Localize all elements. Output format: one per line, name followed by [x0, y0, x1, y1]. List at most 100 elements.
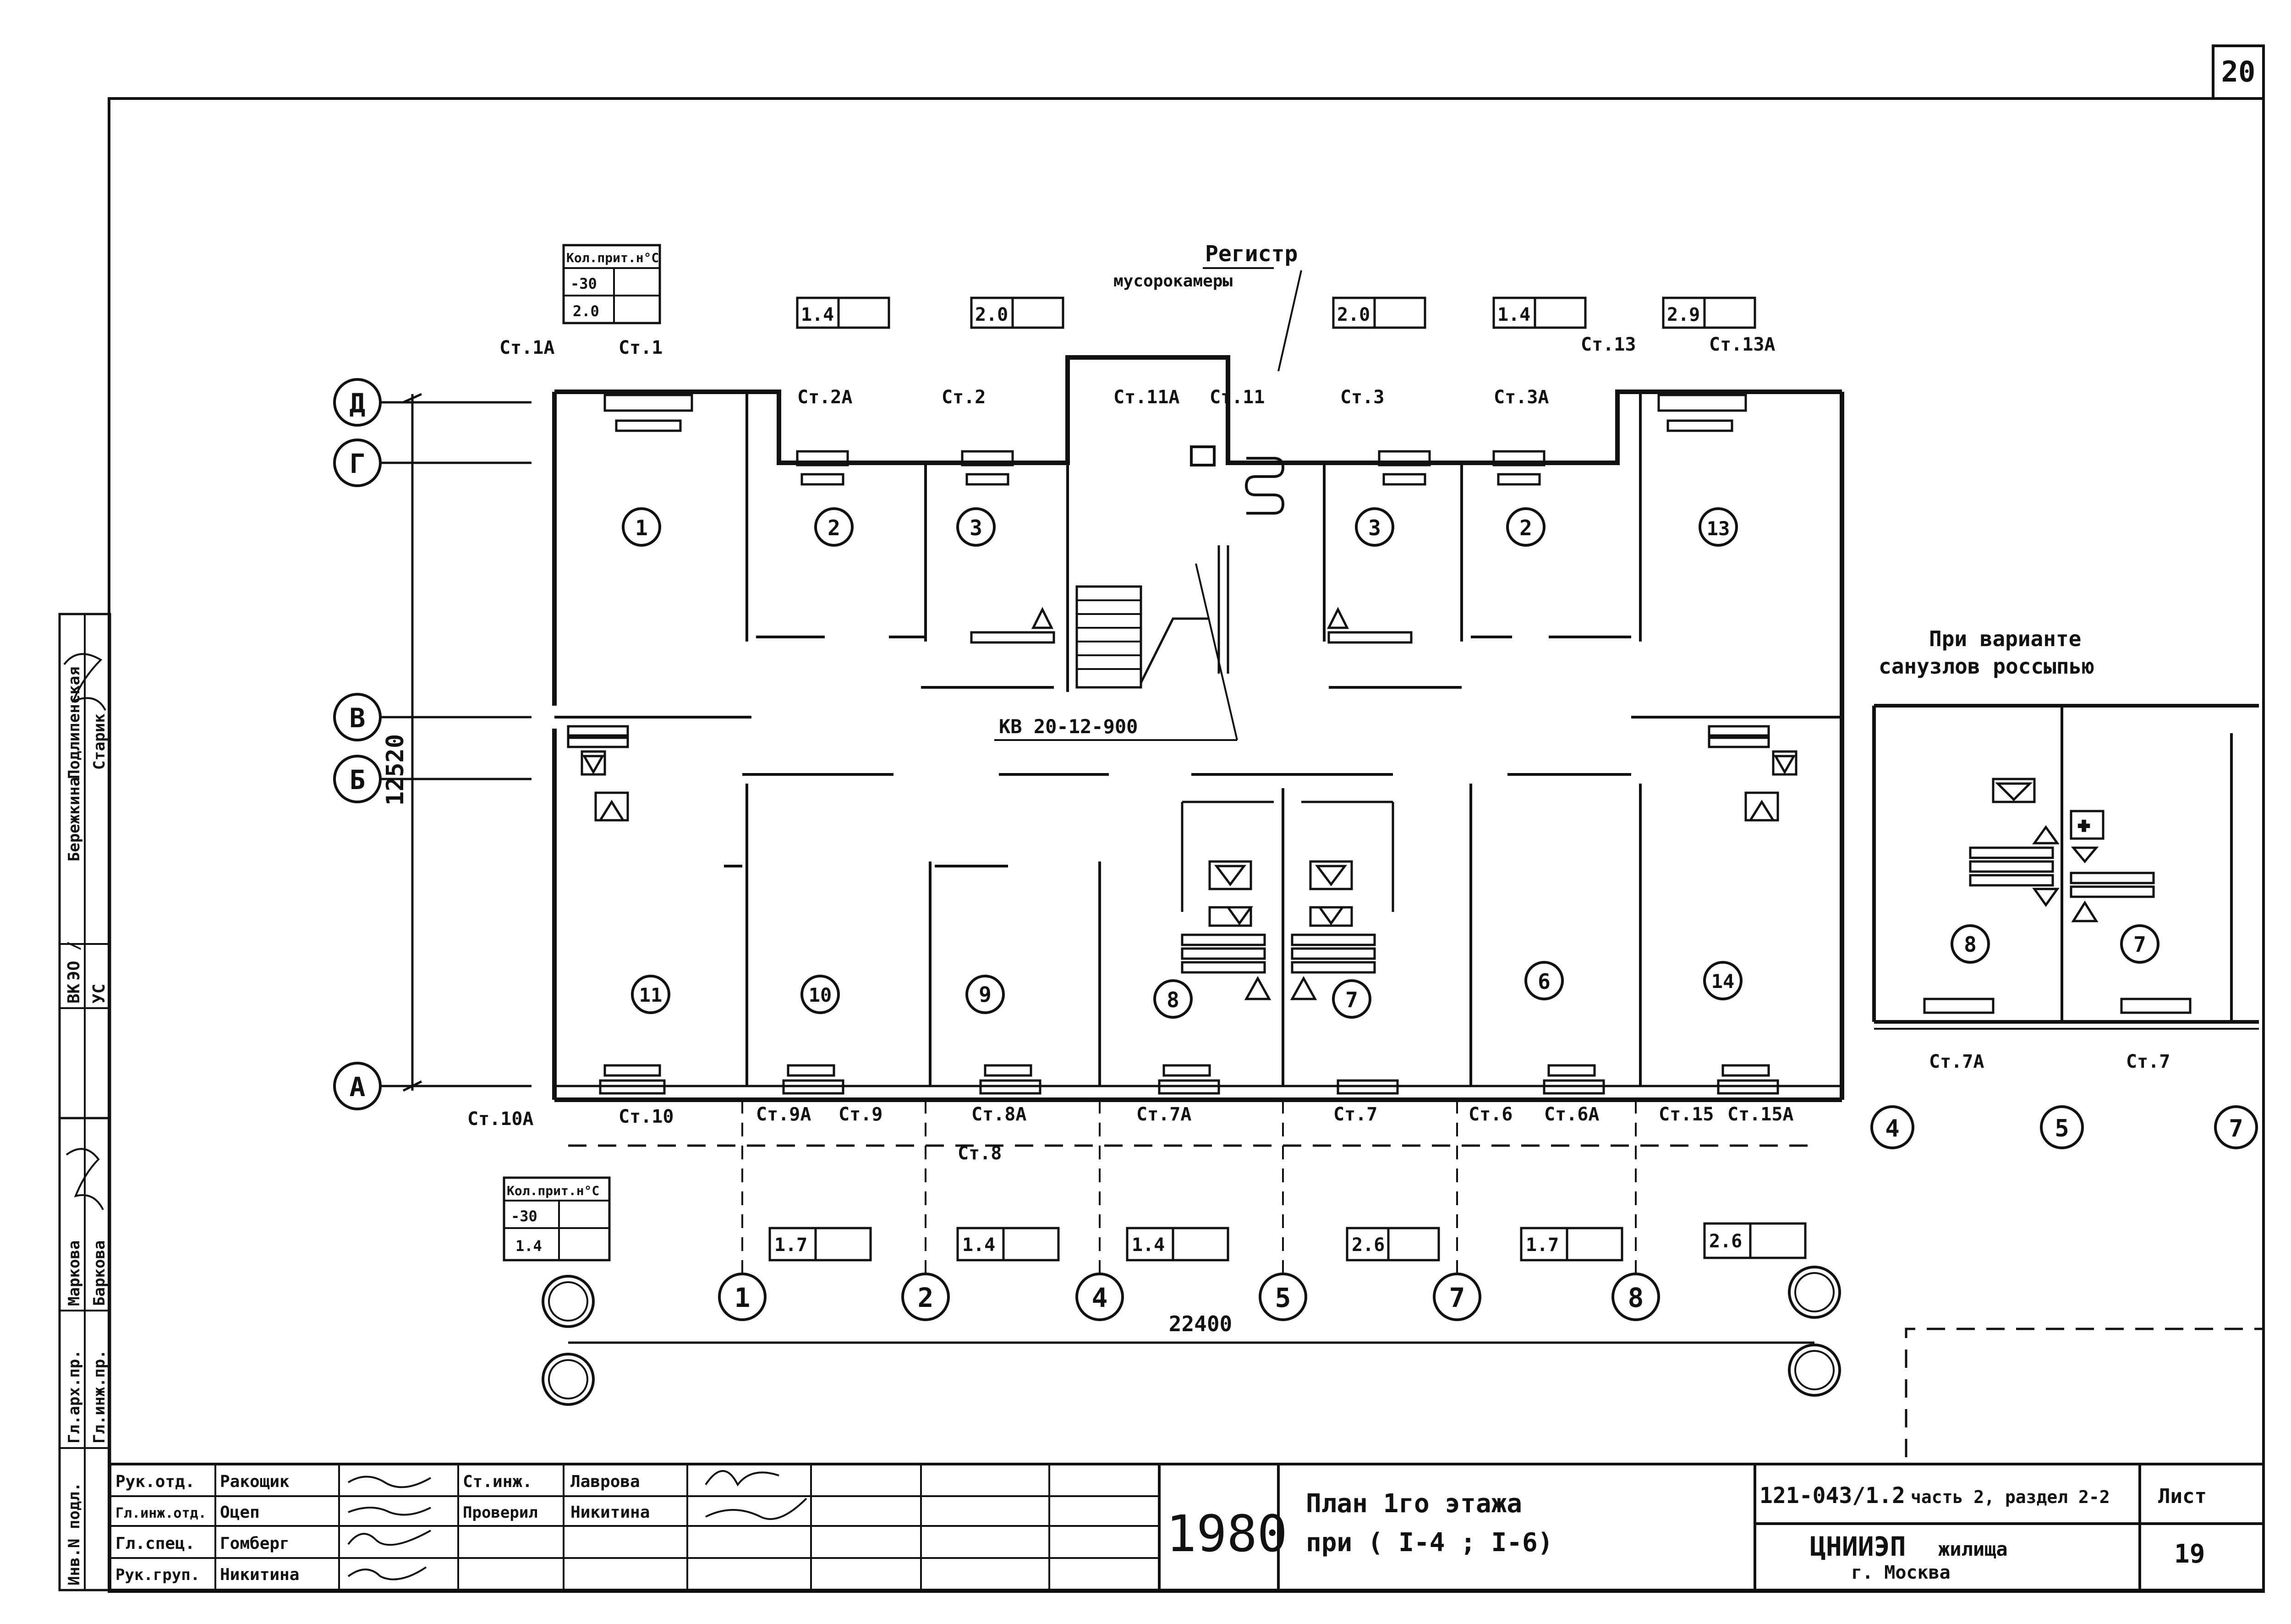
- drawing-frame: [108, 97, 2265, 1593]
- room-marker: 3: [956, 507, 996, 547]
- room-number: 2: [828, 516, 840, 540]
- tb-role: Проверил: [463, 1503, 538, 1522]
- legend-table-top: Кол.прит.н°С -30 2.0: [562, 244, 661, 324]
- room-marker: 7: [1332, 979, 1371, 1019]
- radiators-bottom: [599, 1064, 1779, 1095]
- axis-letter-label: А: [350, 1071, 366, 1103]
- axis-number-label: 7: [1449, 1282, 1465, 1313]
- side-stamp: ВК ЭО / УС Инв.N подл. Гл.арх.пр. Гл.инж…: [58, 613, 111, 1591]
- riser-label: Ст.6: [1469, 1104, 1513, 1125]
- riser-label: Ст.10: [619, 1106, 674, 1127]
- axis-letter-B: Б: [333, 755, 532, 803]
- heater-count: 1.7: [1526, 1234, 1559, 1256]
- axis-number-5: 5: [1259, 1100, 1307, 1321]
- tb-project-code: 121-043/1.2: [1759, 1483, 1905, 1509]
- room-number: 6: [1538, 969, 1551, 994]
- signatures: [347, 1476, 432, 1580]
- title-block: Рук.отд. Ракощик Гл.инж.отд. Оцеп Гл.спе…: [109, 1463, 2265, 1591]
- room-marker: 9: [965, 975, 1005, 1014]
- axis-letters: Д Г В Б А: [333, 378, 532, 1110]
- axis-end-circle-inner: [1794, 1350, 1835, 1390]
- stamp-label: Гл.арх.пр.: [65, 1350, 83, 1443]
- tb-name: Никитина: [570, 1503, 650, 1522]
- dimension-width: 22400: [568, 1311, 1814, 1344]
- riser-label: Ст.1А: [499, 337, 554, 358]
- riser-label: Ст.7А: [1929, 1051, 1984, 1072]
- riser-label: Ст.13: [1581, 334, 1636, 355]
- tb-year: 1980: [1166, 1504, 1288, 1563]
- tb-role: Рук.отд.: [115, 1472, 195, 1491]
- axis-end-circle: [1788, 1266, 1841, 1319]
- stamp-label: Инв.N подл.: [65, 1482, 83, 1586]
- room-number: 13: [1707, 517, 1730, 540]
- room-number: 8: [1167, 988, 1179, 1012]
- room-marker: 14: [1703, 961, 1743, 1000]
- register-label: Регистр мусорокамеры: [1113, 241, 1302, 372]
- riser-label: Ст.10А: [467, 1108, 534, 1130]
- dimension-height-label: 12520: [382, 734, 409, 806]
- tb-sheet-value: 19: [2174, 1539, 2205, 1569]
- axis-end-circle-inner: [1794, 1272, 1835, 1312]
- stamp-name: Старик: [90, 713, 109, 770]
- room-marker: 2: [1506, 507, 1546, 547]
- variant-label-line1: При варианте: [1929, 626, 2081, 651]
- heater-counts-bottom: 1.7 1.4 1.4 2.6 1.7 2.6: [768, 1222, 1807, 1262]
- axis-end-circle: [1788, 1344, 1841, 1397]
- dashed-region: [1905, 1328, 2264, 1457]
- riser-label: Ст.6А: [1544, 1104, 1599, 1125]
- legend-table-bottom: Кол.прит.н°С -30 1.4: [503, 1176, 611, 1262]
- riser-label: Ст.7А: [1136, 1104, 1191, 1125]
- tb-name: Оцеп: [220, 1503, 260, 1522]
- room-number: 7: [2133, 932, 2146, 957]
- stamp-name: Баркова: [90, 1240, 109, 1306]
- legend-value: 2.0: [573, 302, 599, 320]
- room-markers: 1 2 3 3 2 13 11 10 9 8 7 6 14: [622, 507, 1743, 1019]
- heater-count: 2.6: [1709, 1231, 1742, 1252]
- sheet-number-box: [2212, 44, 2265, 100]
- tb-org-suffix: жилища: [1938, 1538, 2008, 1560]
- building-walls: [552, 355, 1844, 1147]
- room-marker: 3: [1355, 507, 1394, 547]
- tb-role: Рук.груп.: [115, 1566, 200, 1584]
- axis-letter-label: Б: [350, 764, 366, 796]
- variant-axis-7: 7: [2214, 1105, 2258, 1149]
- register-label-line1: Регистр: [1205, 241, 1298, 267]
- axis-number-label: 5: [2055, 1115, 2069, 1142]
- axis-number-label: 2: [918, 1282, 934, 1313]
- riser-label: Ст.9А: [756, 1104, 811, 1125]
- tb-sheet-label: Лист: [2158, 1485, 2207, 1508]
- riser-label: Ст.9: [839, 1104, 882, 1125]
- tb-role: Ст.инж.: [463, 1472, 532, 1491]
- room-number: 8: [1964, 932, 1977, 957]
- variant-room-7: 7: [2120, 924, 2159, 964]
- tb-title-line2: при ( I-4 ; I-6): [1306, 1528, 1553, 1558]
- axis-letter-V: В: [333, 693, 532, 741]
- axis-number-label: 8: [1628, 1282, 1644, 1313]
- riser-label: Ст.2: [942, 387, 986, 408]
- room-number: 9: [979, 982, 992, 1007]
- room-marker: 11: [631, 975, 670, 1014]
- riser-label: Ст.15: [1659, 1104, 1714, 1125]
- legend-header: Кол.прит.н°С: [566, 250, 659, 265]
- room-number: 3: [1368, 516, 1381, 540]
- tb-name: Ракощик: [220, 1472, 290, 1491]
- riser-label: Ст.2А: [797, 387, 852, 408]
- tb-part: часть 2, раздел 2-2: [1911, 1487, 2110, 1507]
- axis-end-circle-inner: [548, 1359, 588, 1399]
- room-marker: 6: [1524, 961, 1564, 1000]
- room-marker: 8: [1153, 979, 1193, 1019]
- riser-label: Ст.8А: [971, 1104, 1026, 1125]
- stamp-label: УС: [90, 984, 109, 1004]
- axis-number-4: 4: [1075, 1100, 1124, 1321]
- heater-counts-top: 1.4 2.0 2.0 1.4 2.9: [796, 296, 1756, 329]
- axis-numbers: 1 2 4 5 7 8: [542, 1100, 1841, 1406]
- heater-count: 1.7: [774, 1234, 807, 1256]
- room-number: 1: [635, 516, 648, 540]
- axis-number-label: 4: [1885, 1115, 1899, 1142]
- sanitary-fixtures: [567, 607, 1798, 1000]
- stamp-name: Подлипенская: [65, 666, 83, 779]
- axis-letter-label: Г: [350, 448, 366, 479]
- heater-count: 1.4: [1497, 304, 1530, 325]
- axis-letter-label: В: [350, 702, 366, 734]
